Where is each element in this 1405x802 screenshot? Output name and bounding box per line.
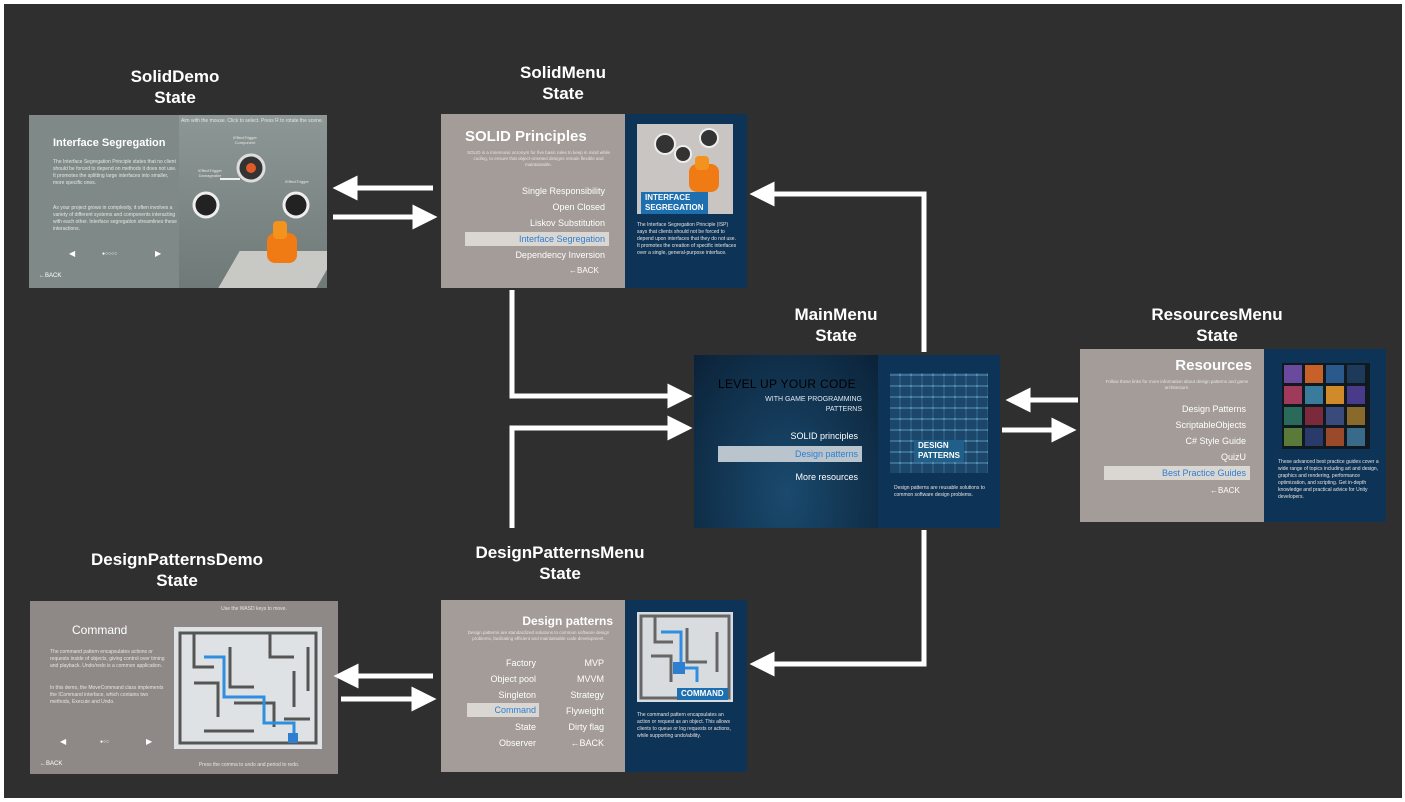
dp-menu-screen: Design patterns Design patterns are stan… (441, 600, 625, 772)
maze-view (174, 627, 322, 749)
command-thumbnail (637, 612, 733, 702)
orange-robot-icon (654, 128, 719, 192)
guide-covers-icon (1284, 365, 1365, 446)
menu-intro: SOLID is a mnemonic acronym for five bas… (466, 150, 611, 167)
demo-paragraph-1: The Interface Segregation Principle stat… (53, 159, 177, 186)
tag-label: IEffectTrigger (285, 179, 309, 184)
menu-intro: Follow these links for more information … (1105, 379, 1249, 390)
demo-paragraph-2: As your project grows in complexity, it … (53, 205, 177, 232)
effect-trigger-icons (192, 153, 310, 219)
menu-item-mvvm[interactable]: MVVM (577, 674, 604, 684)
demo-heading: Interface Segregation (53, 137, 166, 149)
prev-arrow-button[interactable]: ◀ (60, 737, 67, 746)
demo-paragraph-1: The command pattern encapsulates actions… (50, 649, 165, 669)
menu-item-dependency-inversion[interactable]: Dependency Inversion (515, 250, 605, 260)
demo-footer: Press the comma to undo and period to re… (198, 762, 300, 768)
next-arrow-button[interactable]: ▶ (155, 249, 162, 258)
menu-item-style-guide[interactable]: C# Style Guide (1185, 436, 1246, 446)
demo-hint: Aim with the mouse. Click to select. Pre… (180, 118, 323, 124)
menu-item-open-closed[interactable]: Open Closed (552, 202, 605, 212)
menu-item-design-patterns[interactable]: Design patterns (718, 446, 862, 462)
demo-heading: Command (72, 623, 128, 637)
info-description: The command pattern encapsulates an acti… (637, 712, 731, 739)
dp-demo-screen: Use the WASD keys to move. Command The c… (30, 601, 338, 774)
back-button[interactable]: ←BACK (569, 266, 599, 275)
menu-item-liskov-substitution[interactable]: Liskov Substitution (529, 218, 605, 228)
menu-item-mvp[interactable]: MVP (584, 658, 604, 668)
menu-item-single-responsibility[interactable]: Single Responsibility (521, 186, 605, 196)
menu-item-solid-principles[interactable]: SOLID principles (790, 431, 858, 441)
menu-item-dirty-flag[interactable]: Dirty flag (568, 722, 604, 732)
tag-label: IEffectTrigger Component (233, 135, 257, 145)
prev-arrow-button[interactable]: ◀ (69, 249, 76, 258)
menu-item-command[interactable]: Command (467, 703, 539, 717)
menu-item-flyweight[interactable]: Flyweight (565, 706, 604, 716)
back-button[interactable]: ←BACK (1210, 486, 1240, 495)
menu-item-observer[interactable]: Observer (498, 738, 536, 748)
dp-menu-info-panel: COMMAND The command pattern encapsulates… (625, 600, 747, 772)
resources-menu-info-panel: These advanced best practice guides cove… (1264, 349, 1386, 522)
menu-heading: Resources (1175, 357, 1252, 374)
orange-robot-icon (267, 221, 297, 263)
menu-item-singleton[interactable]: Singleton (498, 690, 536, 700)
menu-item-more-resources[interactable]: More resources (795, 472, 858, 482)
info-description: The Interface Segregation Principle (ISP… (637, 222, 737, 256)
demo-hint: Use the WASD keys to move. (221, 606, 287, 612)
menu-item-quizu[interactable]: QuizU (1220, 452, 1246, 462)
menu-item-state[interactable]: State (514, 722, 536, 732)
back-button[interactable]: ←BACK (40, 761, 63, 767)
demo-paragraph-2: In this demo, the MoveCommand class impl… (50, 685, 164, 705)
back-button[interactable]: ←BACK (39, 273, 62, 279)
maze-icon (178, 631, 318, 745)
info-description: Design patterns are reusable solutions t… (894, 485, 985, 498)
back-button[interactable]: ←BACK (570, 738, 604, 748)
menu-item-scriptable-objects[interactable]: ScriptableObjects (1175, 420, 1246, 430)
maze-icon (639, 614, 731, 700)
tag-label: IEffectTrigger Damageable (198, 168, 222, 178)
thumbnail-caption: COMMAND (677, 688, 728, 700)
solid-menu-screen: SOLID Principles SOLID is a mnemonic acr… (441, 114, 625, 288)
info-description: These advanced best practice guides cove… (1278, 459, 1379, 500)
solid-demo-screen: Aim with the mouse. Click to select. Pre… (29, 115, 327, 288)
page-indicator: ●○○○○ (102, 251, 118, 257)
menu-item-design-patterns[interactable]: Design Patterns (1181, 404, 1246, 414)
page-indicator: ●○○ (100, 739, 110, 745)
menu-item-interface-segregation[interactable]: Interface Segregation (465, 232, 609, 246)
main-menu-screen: LEVEL UP YOUR CODE WITH GAME PROGRAMMING… (694, 355, 878, 528)
menu-item-object-pool[interactable]: Object pool (490, 674, 536, 684)
menu-item-factory[interactable]: Factory (505, 658, 536, 668)
resources-menu-screen: Resources Follow these links for more in… (1080, 349, 1264, 522)
menu-intro: Design patterns are standardized solutio… (467, 630, 610, 641)
guides-grid-thumbnail (1282, 363, 1370, 449)
main-heading: LEVEL UP YOUR CODE (718, 377, 856, 391)
menu-heading: SOLID Principles (465, 128, 587, 145)
menu-item-best-practice-guides[interactable]: Best Practice Guides (1104, 466, 1250, 480)
menu-item-strategy[interactable]: Strategy (570, 690, 604, 700)
next-arrow-button[interactable]: ▶ (146, 737, 153, 746)
menu-heading: Design patterns (522, 614, 613, 628)
